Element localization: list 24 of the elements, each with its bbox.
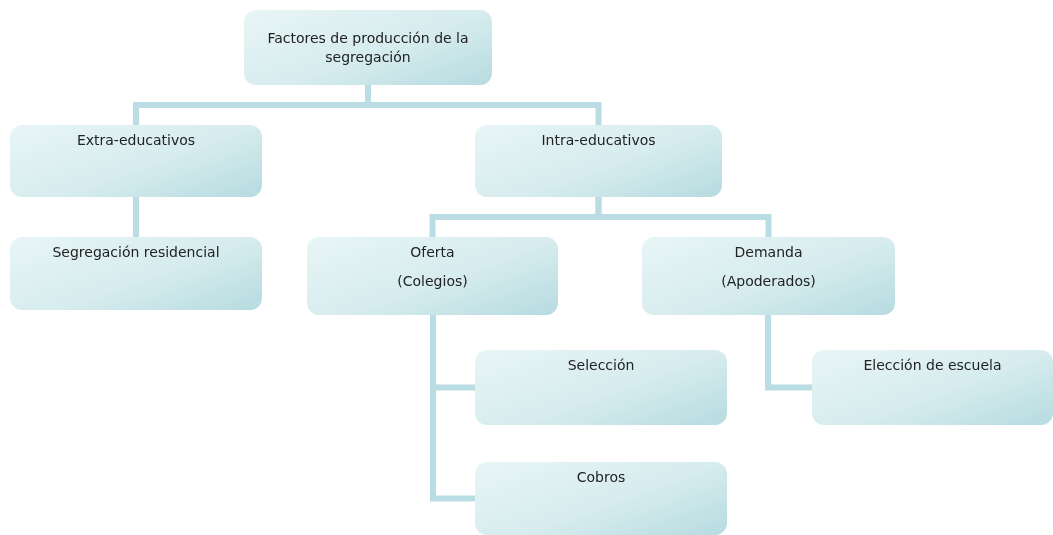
category-box <box>10 237 262 310</box>
box-label: Intra-educativos <box>541 131 656 150</box>
box-label: Oferta <box>410 243 455 262</box>
category-box <box>244 10 492 85</box>
box-label: Elección de escuela <box>863 356 1002 375</box>
box-label: Demanda <box>734 243 803 262</box>
category-box <box>10 125 262 197</box>
category-box <box>307 237 558 315</box>
connector-line <box>365 85 602 125</box>
category-box <box>475 350 727 425</box>
box-label: (Apoderados) <box>721 271 816 291</box>
category-box <box>642 237 895 315</box>
category-box <box>475 462 727 535</box>
connector-line <box>765 315 812 391</box>
box-label: Segregación residencial <box>52 243 220 262</box>
box-label: Cobros <box>576 468 626 487</box>
category-box <box>812 350 1053 425</box>
box-label: Selección <box>567 356 635 375</box>
box-label: (Colegios) <box>397 271 468 291</box>
category-box <box>475 125 722 197</box>
connector-line <box>595 197 772 237</box>
connector-line <box>133 197 139 237</box>
box-label: Extra-educativos <box>76 131 196 150</box>
box-label: Factores de producción de la segregación <box>266 28 470 67</box>
